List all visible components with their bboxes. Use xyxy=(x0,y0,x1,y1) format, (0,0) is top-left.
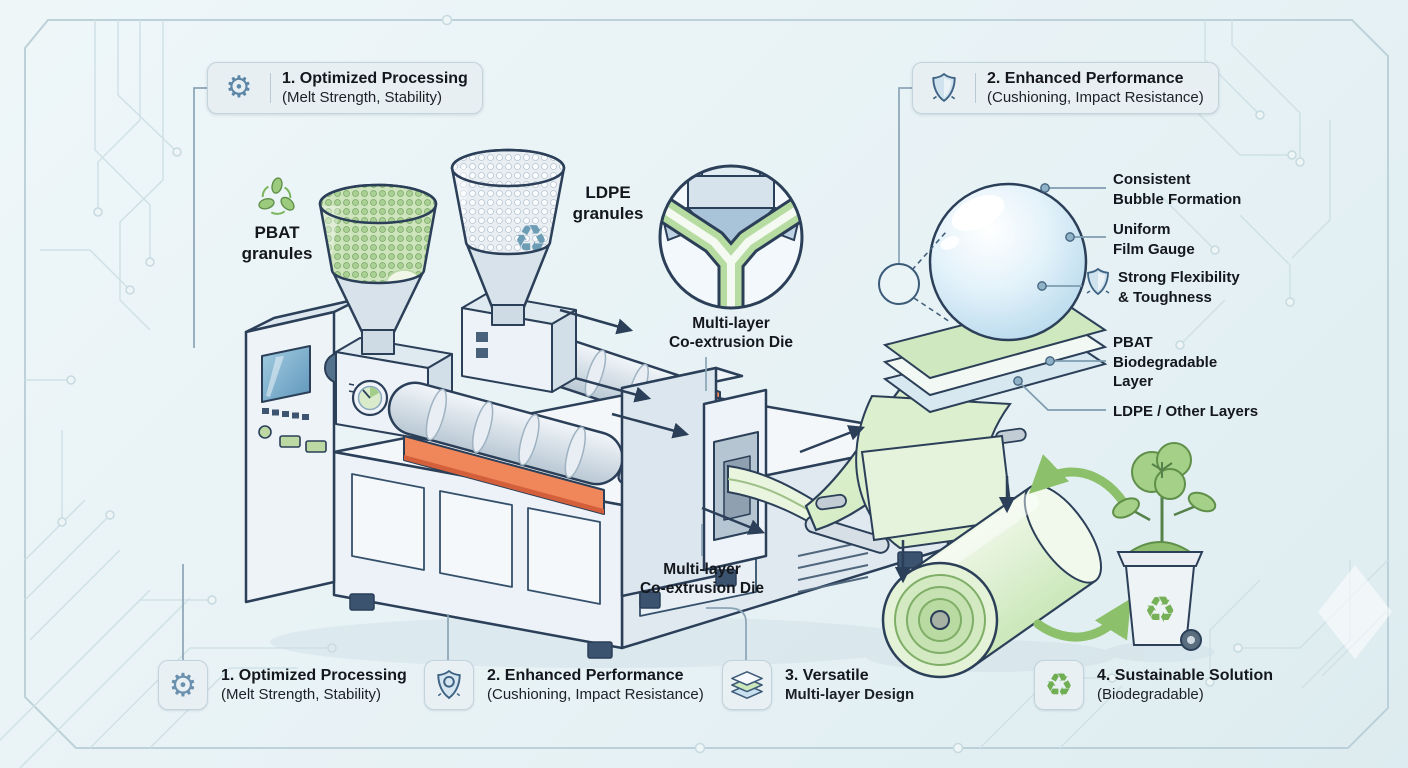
shield-icon xyxy=(923,72,976,103)
label-line: Multi-layer xyxy=(692,315,770,332)
badge-multilayer-design: 3. Versatile Multi-layer Design xyxy=(722,660,914,710)
label-bubble-formation: Consistent Bubble Formation xyxy=(1113,170,1241,209)
die-bottom-label: Multi-layer Co-extrusion Die xyxy=(627,560,777,599)
ldpe-granules-label: LDPE granules xyxy=(562,182,654,225)
label-film-gauge: Uniform Film Gauge xyxy=(1113,220,1195,259)
label-line: Uniform xyxy=(1113,221,1171,238)
leader-dots xyxy=(1013,183,1075,386)
label-line: PBAT xyxy=(254,223,300,242)
badge-subtitle: Multi-layer Design xyxy=(785,685,915,703)
plant-in-recycle-bin: ♻ xyxy=(1112,442,1217,651)
badge-optimized-processing-top: ⚙ 1. Optimized Processing (Melt Strength… xyxy=(207,62,483,114)
hopper-ldpe: ♻ xyxy=(450,148,566,326)
film-roll xyxy=(815,427,1103,679)
badge-enhanced-performance-bottom: 2. Enhanced Performance (Cushioning, Imp… xyxy=(424,660,704,710)
badge-title: 1. Optimized Processing xyxy=(221,667,407,685)
label-line: Biodegradable xyxy=(1113,353,1218,371)
badge-title: 2. Enhanced Performance xyxy=(487,667,684,685)
label-flexibility-toughness: Strong Flexibility & Toughness xyxy=(1086,268,1240,307)
leaf-recycle-icon xyxy=(258,177,295,215)
label-line: granules xyxy=(572,204,644,224)
recycle-icon: ♻ xyxy=(1144,590,1176,631)
die-inset-label: Multi-layer Co-extrusion Die xyxy=(656,314,806,353)
label-line: PBAT xyxy=(1113,334,1153,351)
badge-subtitle: (Cushioning, Impact Resistance) xyxy=(487,685,704,703)
hopper-pbat: ♻ xyxy=(318,183,438,355)
label-line: Bubble Formation xyxy=(1113,190,1242,208)
label-line: & Toughness xyxy=(1118,288,1212,306)
label-line: Consistent xyxy=(1113,171,1191,188)
badge-optimized-processing-bottom: ⚙ 1. Optimized Processing (Melt Strength… xyxy=(158,660,407,710)
badge-title: 1. Optimized Processing xyxy=(282,70,468,87)
label-line: Co-extrusion Die xyxy=(668,334,793,352)
label-line: Co-extrusion Die xyxy=(639,580,764,598)
badge-sustainable-solution: ♻ 4. Sustainable Solution (Biodegradable… xyxy=(1034,660,1273,710)
pbat-granules-marker: PBAT granules xyxy=(231,176,323,265)
badge-title: 4. Sustainable Solution xyxy=(1097,667,1274,685)
magnifier-circle xyxy=(878,263,920,305)
badge-subtitle: (Melt Strength, Stability) xyxy=(221,685,382,703)
gear-gauge-icon: ⚙ xyxy=(218,72,271,103)
gear-glyph: ⚙ xyxy=(168,667,198,703)
cycle-arrows xyxy=(1028,454,1133,642)
gear-icon: ⚙ xyxy=(158,660,208,710)
die-cross-section-inset xyxy=(658,164,804,310)
label-line: Multi-layer xyxy=(663,561,741,578)
layers-icon xyxy=(722,660,772,710)
badge-enhanced-performance-top: 2. Enhanced Performance (Cushioning, Imp… xyxy=(912,62,1219,114)
shield-icon xyxy=(1086,268,1110,296)
label-ldpe-layers: LDPE / Other Layers xyxy=(1113,402,1258,422)
heater-band-front xyxy=(403,435,605,515)
frame-border xyxy=(24,19,1389,749)
label-line: Layer xyxy=(1113,373,1154,390)
badge-subtitle: (Cushioning, Impact Resistance) xyxy=(987,88,1204,106)
badge-subtitle: (Melt Strength, Stability) xyxy=(282,88,443,106)
label-line: Film Gauge xyxy=(1113,240,1195,258)
recycle-glyph: ♻ xyxy=(1044,667,1074,703)
shield-sparkle-icon xyxy=(424,660,474,710)
recycle-icon: ♻ xyxy=(1034,660,1084,710)
film-bubble xyxy=(928,182,1088,342)
corner-watermark xyxy=(1318,565,1392,659)
leader-lines xyxy=(1017,187,1106,411)
badge-title: 3. Versatile xyxy=(785,667,869,685)
control-panel xyxy=(244,296,364,604)
label-line: Strong Flexibility xyxy=(1118,269,1240,286)
label-line: LDPE xyxy=(585,183,631,202)
film-path xyxy=(727,182,1108,679)
flow-arrows xyxy=(559,308,1016,584)
recycle-icon: ♻ xyxy=(391,275,418,310)
badge-subtitle: (Biodegradable) xyxy=(1097,685,1204,703)
pbat-granules-label: PBAT granules xyxy=(231,222,323,265)
label-pbat-layer: PBAT Biodegradable Layer xyxy=(1113,333,1217,392)
label-line: LDPE / Other Layers xyxy=(1113,403,1259,420)
label-line: granules xyxy=(241,244,313,264)
circuit-nodes xyxy=(57,14,1305,754)
connector-lines xyxy=(182,87,912,660)
badge-title: 2. Enhanced Performance xyxy=(987,70,1184,87)
